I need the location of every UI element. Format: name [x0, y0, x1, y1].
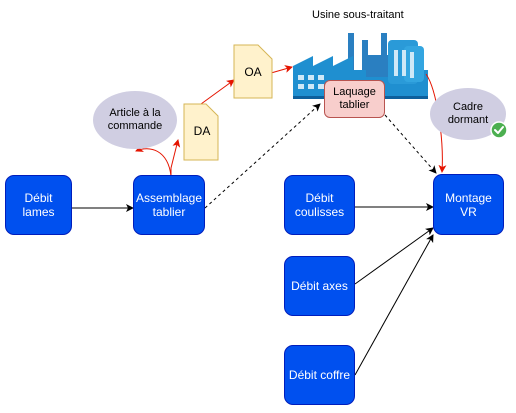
- process-debit-coffre[interactable]: Débit coffre: [284, 345, 355, 405]
- doc-oa-label: OA: [244, 65, 262, 79]
- edge-oa-factory: [270, 65, 293, 74]
- edge-coffre-montage: [354, 234, 434, 376]
- cloud-cadre-shape: [430, 88, 506, 140]
- process-assemblage-tablier[interactable]: Assemblage tablier: [133, 175, 205, 235]
- edge-assemblage-laquage: [204, 103, 321, 209]
- factory-title: Usine sous-traitant: [312, 9, 404, 21]
- process-debit-coulisses[interactable]: Débit coulisses: [284, 175, 355, 235]
- edge-da-oa: [200, 79, 235, 105]
- cloud-article-shape: [93, 91, 177, 149]
- process-debit-axes[interactable]: Débit axes: [284, 256, 355, 316]
- doc-da-label: DA: [193, 124, 211, 138]
- check-badge-icon: [490, 121, 508, 139]
- cloud-cadre-dormant: Cadre dormant: [447, 101, 489, 126]
- edge-assemblage-da: [170, 139, 181, 176]
- edge-assemblage-article: [135, 144, 172, 177]
- edge-axes-montage: [354, 227, 434, 285]
- process-montage-vr[interactable]: Montage VR: [433, 174, 504, 235]
- doc-da-shape: [183, 103, 219, 161]
- process-debit-lames[interactable]: Débit lames: [5, 175, 72, 235]
- edge-laquage-montage: [384, 114, 437, 174]
- step-laquage-tablier[interactable]: Laquage tablier: [324, 80, 385, 118]
- doc-oa-shape: [233, 44, 273, 99]
- cloud-article-commande: Article à la commande: [107, 107, 163, 132]
